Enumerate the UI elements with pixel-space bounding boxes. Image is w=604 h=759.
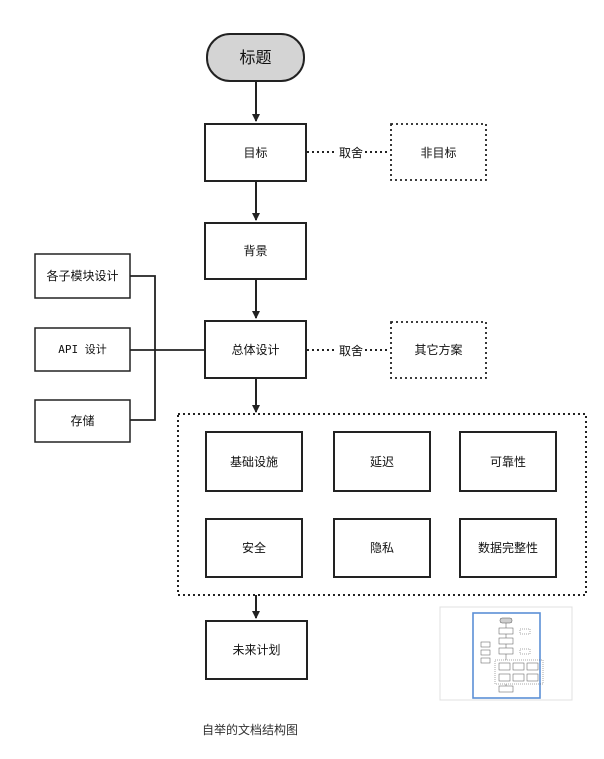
thumbnail-viewport bbox=[472, 612, 541, 699]
storage-connector bbox=[130, 350, 156, 421]
data-integrity-label: 数据完整性 bbox=[478, 540, 538, 555]
future-plan-label: 未来计划 bbox=[232, 643, 280, 657]
infrastructure-label: 基础设施 bbox=[230, 455, 278, 469]
submodule-design-box bbox=[34, 253, 131, 299]
latency-label: 延迟 bbox=[370, 455, 394, 469]
goal-box bbox=[204, 123, 307, 182]
tradeoff-1-label: 取舍 bbox=[339, 145, 363, 160]
reliability-label: 可靠性 bbox=[490, 455, 526, 469]
latency-box bbox=[333, 431, 431, 492]
privacy-box bbox=[333, 518, 431, 578]
future-plan-box bbox=[205, 620, 308, 680]
api-design-label: API 设计 bbox=[58, 343, 107, 356]
title-label: 标题 bbox=[239, 48, 271, 67]
goal-label: 目标 bbox=[243, 146, 267, 160]
security-box bbox=[205, 518, 303, 578]
background-label: 背景 bbox=[243, 244, 267, 258]
infrastructure-box bbox=[205, 431, 303, 492]
submodule-connector bbox=[130, 275, 156, 350]
non-goal-box bbox=[390, 123, 487, 181]
reliability-box bbox=[459, 431, 557, 492]
submodule-design-label: 各子模块设计 bbox=[46, 268, 118, 283]
privacy-label: 隐私 bbox=[370, 541, 394, 555]
background-box bbox=[204, 222, 307, 280]
overall-design-label: 总体设计 bbox=[231, 343, 279, 357]
security-label: 安全 bbox=[242, 540, 266, 555]
figure-caption: 自举的文档结构图 bbox=[202, 723, 299, 737]
tradeoff-2-label: 取舍 bbox=[339, 343, 363, 358]
alternatives-box bbox=[390, 321, 487, 379]
data-integrity-box bbox=[459, 518, 557, 578]
storage-label: 存储 bbox=[70, 413, 94, 428]
api-design-box bbox=[34, 327, 131, 372]
storage-box bbox=[34, 399, 131, 443]
diagram-thumbnail[interactable] bbox=[439, 606, 573, 701]
alternatives-label: 其它方案 bbox=[414, 342, 462, 357]
title-terminal bbox=[206, 33, 305, 82]
non-goal-label: 非目标 bbox=[420, 146, 456, 160]
